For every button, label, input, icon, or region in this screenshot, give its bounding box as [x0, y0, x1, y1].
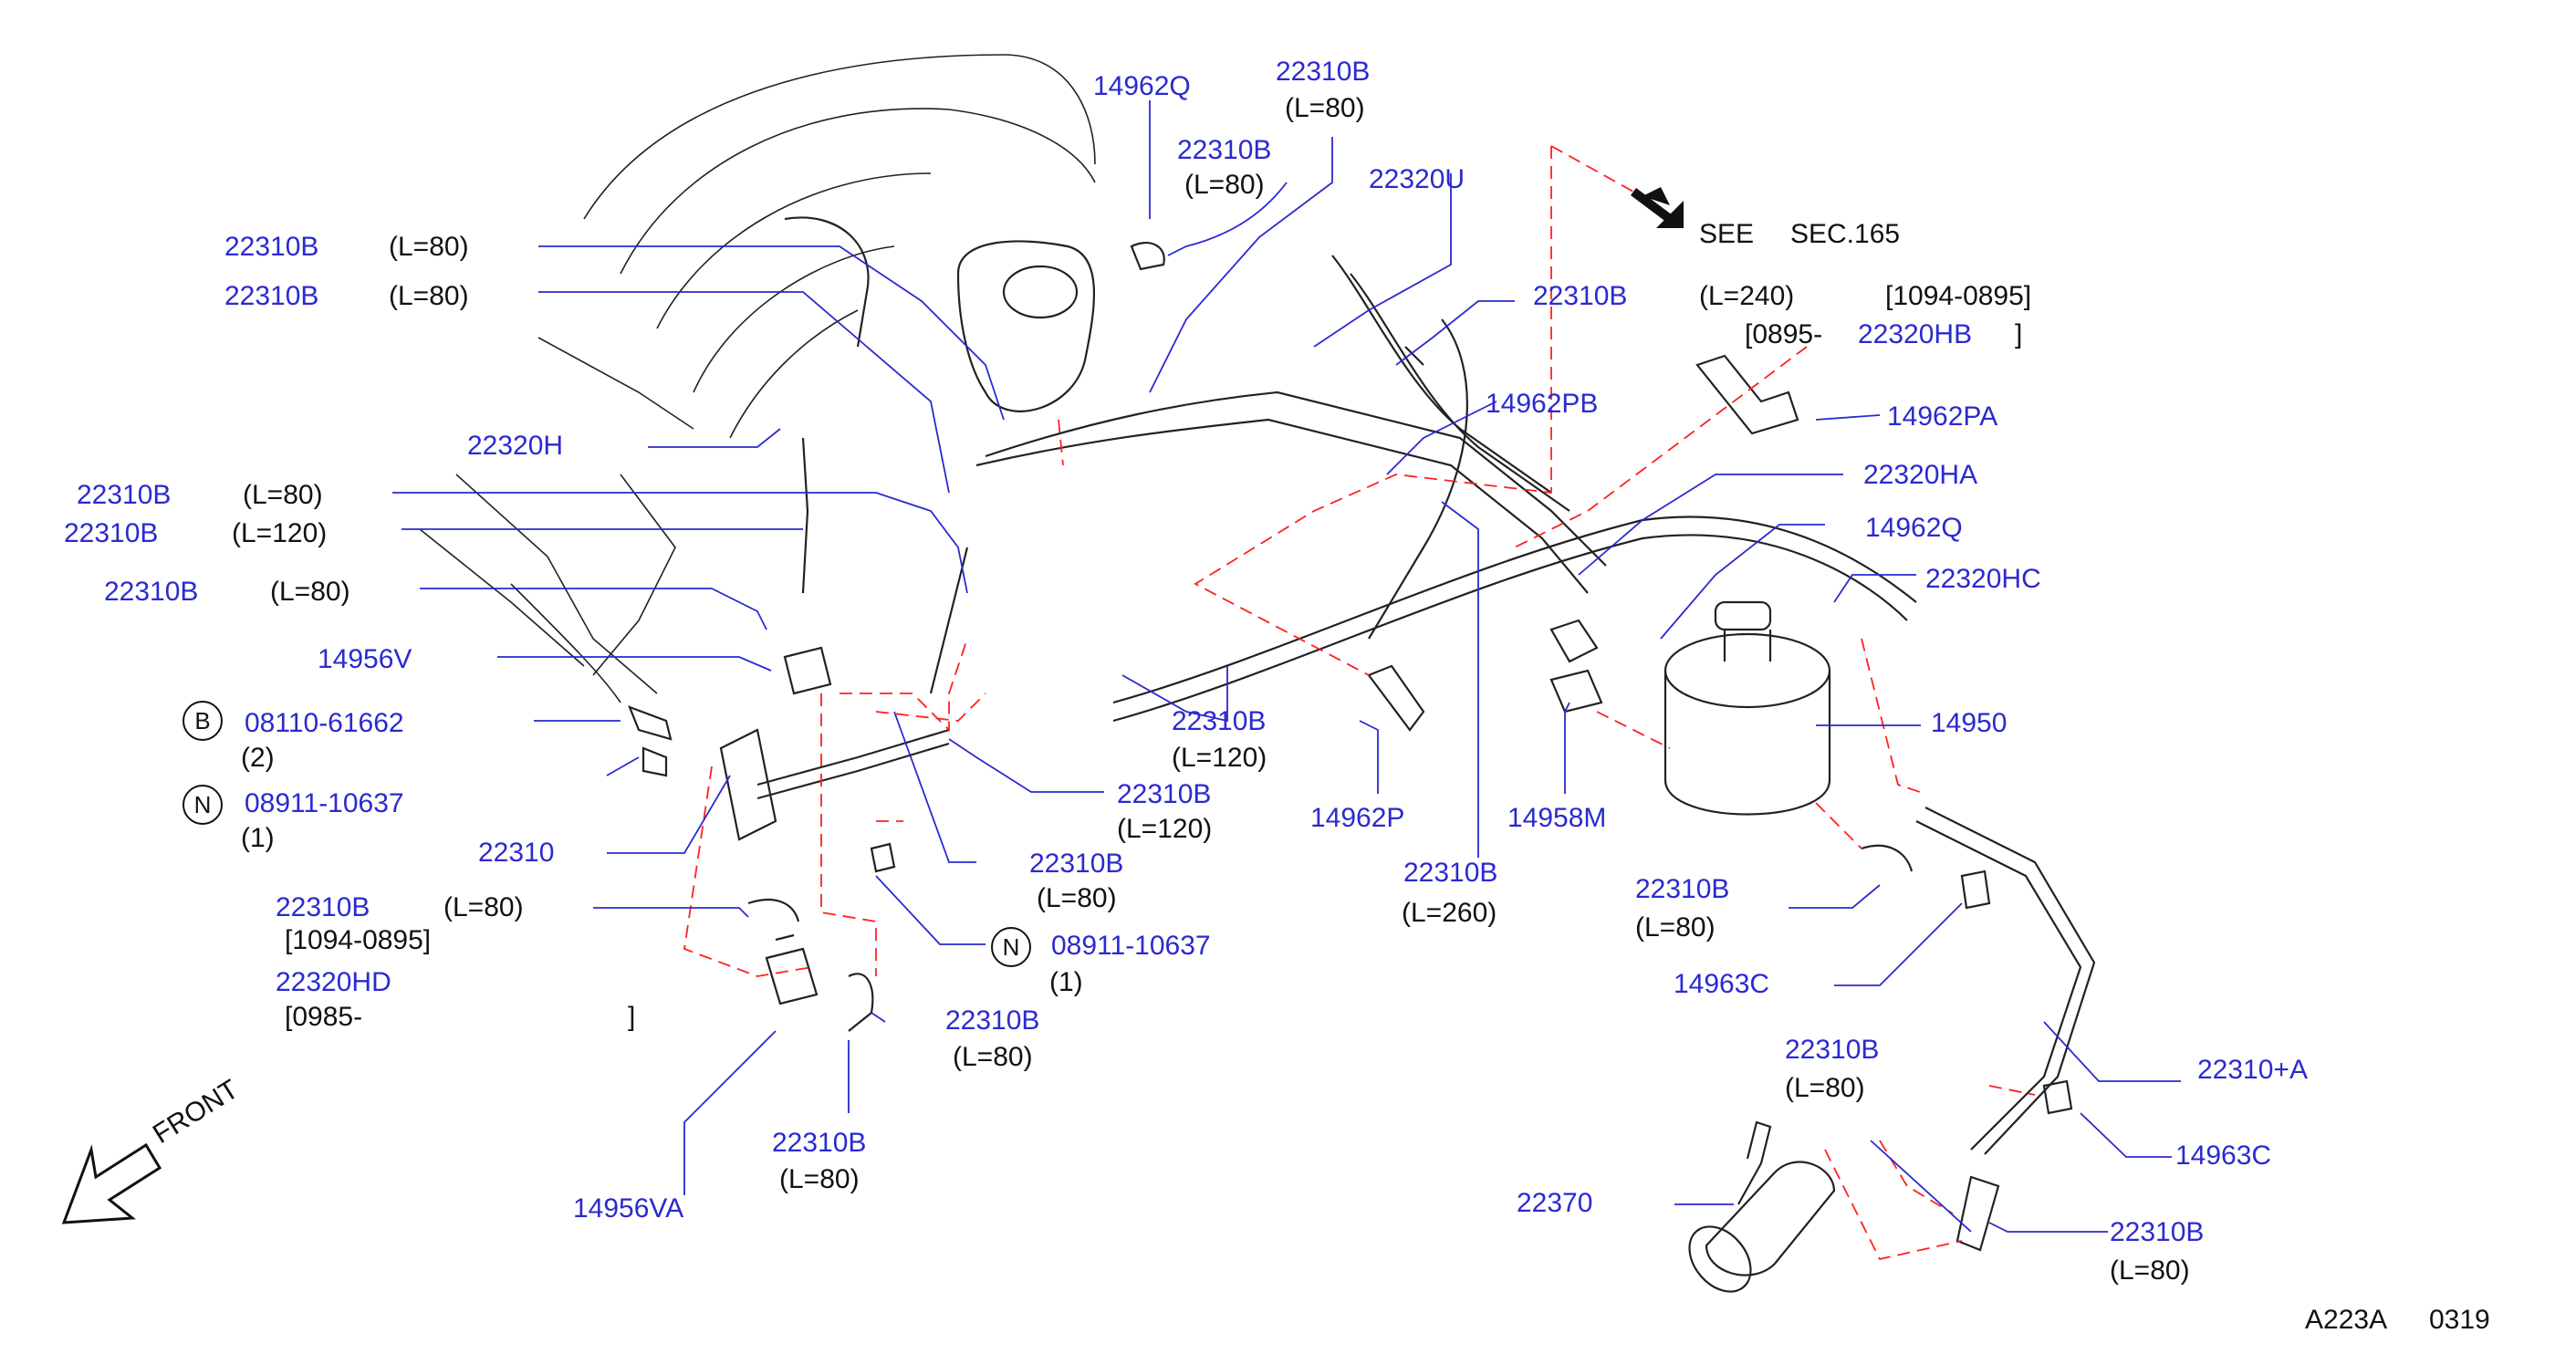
length-note: (L=80): [1037, 883, 1117, 913]
part-08911-10637-2[interactable]: 08911-10637: [1051, 931, 1211, 961]
part-22310B-8[interactable]: 22310B: [104, 577, 199, 607]
part-14958M[interactable]: 14958M: [1507, 803, 1607, 833]
length-note: (L=80): [1635, 912, 1716, 943]
part-22310B-13[interactable]: 22310B: [1635, 874, 1730, 904]
part-14962Q-right[interactable]: 14962Q: [1865, 513, 1963, 543]
part-22310[interactable]: 22310: [478, 838, 555, 868]
date-range: [1094-0895]: [285, 925, 432, 955]
figure-number: 0319: [2429, 1305, 2490, 1335]
leader-lines: [392, 100, 2181, 1233]
see-label: SEE: [1699, 219, 1755, 249]
date-range-end: ]: [2015, 319, 2023, 349]
part-22310B-14[interactable]: 22310B: [276, 892, 370, 922]
part-22310B-7[interactable]: 22310B: [64, 518, 159, 548]
date-range: [0985-: [285, 1002, 363, 1032]
part-14962Q-top[interactable]: 14962Q: [1093, 71, 1191, 101]
part-08110-61662[interactable]: 08110-61662: [245, 708, 404, 738]
section-ref[interactable]: SEC.165: [1790, 219, 1901, 249]
part-14956V[interactable]: 14956V: [318, 644, 412, 674]
length-note: (L=80): [2110, 1255, 2190, 1286]
part-22310B-3[interactable]: 22310B: [224, 232, 319, 262]
part-22320U[interactable]: 22320U: [1369, 164, 1465, 194]
bolt-mark-b: B: [183, 701, 223, 741]
length-note: (L=80): [443, 892, 524, 922]
part-22320HB[interactable]: 22320HB: [1858, 319, 1973, 349]
part-22310B-18[interactable]: 22310B: [2110, 1217, 2205, 1247]
length-note: (L=80): [779, 1164, 860, 1194]
components: [628, 216, 2096, 1293]
quantity-note: (2): [241, 743, 275, 773]
nut-mark-n-2: N: [991, 927, 1031, 967]
length-note: (L=80): [1184, 170, 1265, 200]
part-22310B-4[interactable]: 22310B: [224, 281, 319, 311]
length-note: (L=80): [270, 577, 350, 607]
part-22310B-10[interactable]: 22310B: [1117, 779, 1212, 809]
length-note: (L=80): [243, 480, 323, 510]
nut-mark-n: N: [183, 785, 223, 825]
date-range-end: ]: [628, 1002, 636, 1032]
length-note: (L=120): [232, 518, 328, 548]
part-14963C-1[interactable]: 14963C: [1674, 969, 1770, 999]
part-22320HA[interactable]: 22320HA: [1863, 460, 1978, 490]
engine-outline: [419, 54, 1096, 703]
length-note: (L=80): [953, 1042, 1033, 1072]
part-22310B-1[interactable]: 22310B: [1276, 57, 1371, 87]
part-22310B-12[interactable]: 22310B: [1403, 858, 1498, 888]
part-14962PA[interactable]: 14962PA: [1887, 401, 1998, 432]
part-22310B-15[interactable]: 22310B: [945, 1005, 1040, 1036]
part-22310+A[interactable]: 22310+A: [2197, 1055, 2308, 1085]
see-section-arrow-icon: [1631, 187, 1684, 228]
length-note: (L=120): [1172, 743, 1267, 773]
phantom-lines: [683, 145, 2036, 1261]
part-14963C-2[interactable]: 14963C: [2175, 1140, 2272, 1171]
part-08911-10637[interactable]: 08911-10637: [245, 788, 404, 818]
length-note: (L=80): [1285, 93, 1365, 123]
date-range: [1094-0895]: [1885, 281, 2032, 311]
front-arrow-icon: [61, 1142, 162, 1224]
length-note: (L=80): [1785, 1073, 1865, 1103]
part-22320H[interactable]: 22320H: [467, 431, 564, 461]
length-note: (L=260): [1402, 898, 1497, 928]
part-14956VA[interactable]: 14956VA: [573, 1193, 684, 1224]
date-range: [0895-: [1745, 319, 1823, 349]
quantity-note: (1): [241, 823, 275, 853]
part-22320HD[interactable]: 22320HD: [276, 967, 391, 997]
part-22310B-17[interactable]: 22310B: [772, 1128, 867, 1158]
part-22310B-16[interactable]: 22310B: [1785, 1035, 1880, 1065]
part-14962P[interactable]: 14962P: [1310, 803, 1405, 833]
part-14950[interactable]: 14950: [1931, 708, 2008, 738]
part-22310B-2[interactable]: 22310B: [1177, 135, 1272, 165]
length-note: (L=240): [1699, 281, 1795, 311]
figure-code: A223A: [2305, 1305, 2388, 1335]
part-22310B-6[interactable]: 22310B: [77, 480, 172, 510]
part-22370[interactable]: 22370: [1517, 1188, 1593, 1218]
part-14962PB[interactable]: 14962PB: [1486, 389, 1599, 419]
quantity-note: (1): [1049, 967, 1083, 997]
part-22310B-11[interactable]: 22310B: [1029, 849, 1124, 879]
part-22310B-5[interactable]: 22310B: [1533, 281, 1628, 311]
length-note: (L=80): [389, 281, 469, 311]
part-22320HC[interactable]: 22320HC: [1925, 564, 2041, 594]
length-note: (L=120): [1117, 814, 1213, 844]
length-note: (L=80): [389, 232, 469, 262]
part-22310B-9[interactable]: 22310B: [1172, 706, 1267, 736]
